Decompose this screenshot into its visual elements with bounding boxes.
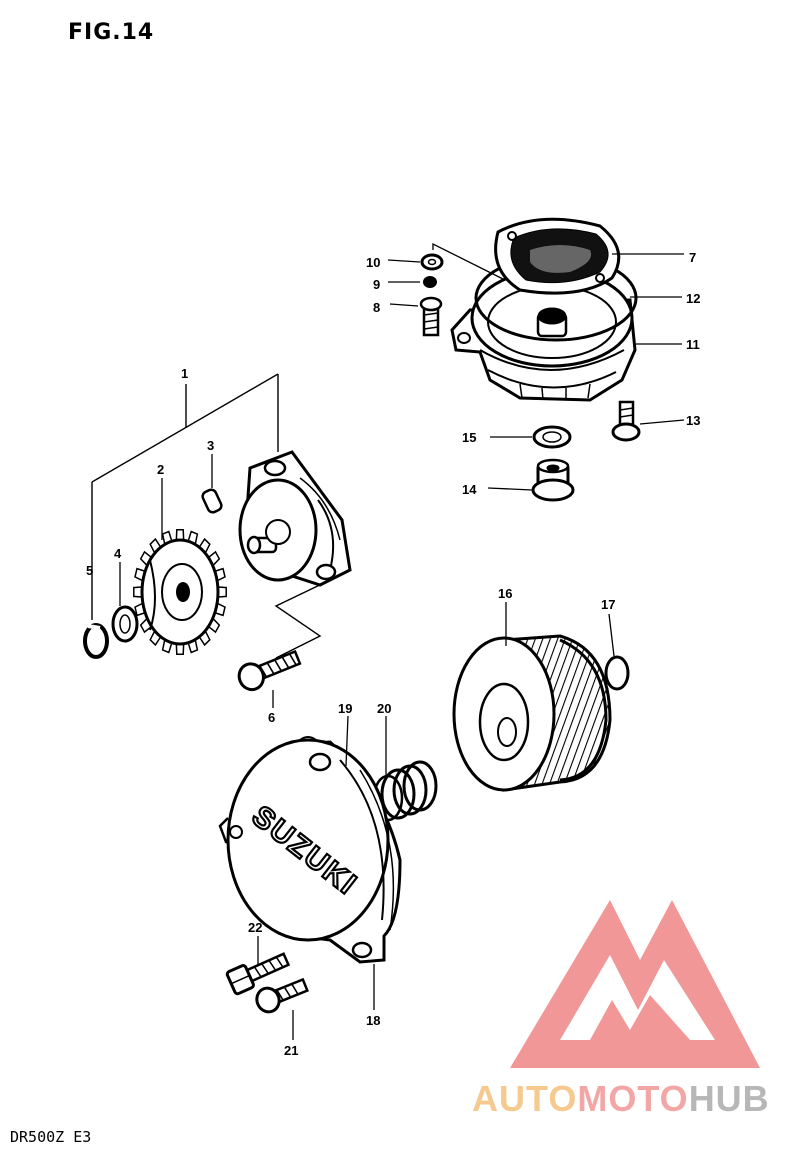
watermark-moto: MOTO <box>577 1078 689 1119</box>
part-2-oil-pump-gear <box>133 529 227 655</box>
part-1-oil-pump <box>238 450 352 587</box>
part-label-12: 12 <box>686 291 700 306</box>
part-13-bolt <box>611 400 641 442</box>
watermark-logo <box>510 900 760 1068</box>
assembly-1-bracket <box>91 373 279 620</box>
part-11-oil-filter-housing <box>450 268 637 402</box>
part-5-circlip <box>83 623 109 659</box>
leader-lines <box>119 253 685 1040</box>
part-label-9: 9 <box>373 277 380 292</box>
leader-part-6 <box>274 581 327 659</box>
part-3-dowel-pin <box>201 488 223 514</box>
part-label-21: 21 <box>284 1043 298 1058</box>
part-6-screw <box>237 649 302 692</box>
part-label-10: 10 <box>366 255 380 270</box>
leader-part-7 <box>432 242 506 281</box>
part-22-bolt <box>225 952 291 996</box>
part-label-8: 8 <box>373 300 380 315</box>
part-label-22: 22 <box>248 920 262 935</box>
part-label-15: 15 <box>462 430 476 445</box>
part-label-7: 7 <box>689 250 696 265</box>
figure-title: FIG.14 <box>68 20 155 45</box>
part-label-18: 18 <box>366 1013 380 1028</box>
part-label-4: 4 <box>114 546 122 561</box>
part-9-washer <box>423 276 437 288</box>
part-16-oil-filter <box>452 634 612 792</box>
part-21-bolt <box>255 977 309 1014</box>
part-label-2: 2 <box>157 462 164 477</box>
part-18-filter-cap-cover: SUZUKI <box>218 736 402 964</box>
part-10-washer <box>420 253 444 271</box>
part-7-gasket <box>494 217 621 295</box>
part-label-20: 20 <box>377 701 391 716</box>
watermark-text: AUTOMOTOHUB <box>472 1078 770 1120</box>
watermark-auto: AUTO <box>472 1078 578 1119</box>
part-14-drain-plug <box>531 458 575 502</box>
part-20-spring <box>372 760 438 822</box>
part-label-14: 14 <box>462 482 477 497</box>
part-label-11: 11 <box>686 337 700 352</box>
part-label-16: 16 <box>498 586 512 601</box>
part-label-17: 17 <box>601 597 615 612</box>
part-4-washer <box>111 605 139 643</box>
part-label-5: 5 <box>86 563 93 578</box>
part-8-bolt <box>419 296 443 337</box>
model-code: DR500Z E3 <box>10 1128 92 1146</box>
part-label-3: 3 <box>207 438 214 453</box>
part-label-13: 13 <box>686 413 700 428</box>
part-label-6: 6 <box>268 710 275 725</box>
part-17-o-ring <box>604 655 630 691</box>
part-label-1: 1 <box>181 366 188 381</box>
part-labels: 1 2 3 4 5 6 7 8 9 10 11 12 13 14 15 16 1… <box>86 250 700 1058</box>
watermark-hub: HUB <box>688 1078 770 1119</box>
part-15-gasket <box>532 425 572 449</box>
part-label-19: 19 <box>338 701 352 716</box>
